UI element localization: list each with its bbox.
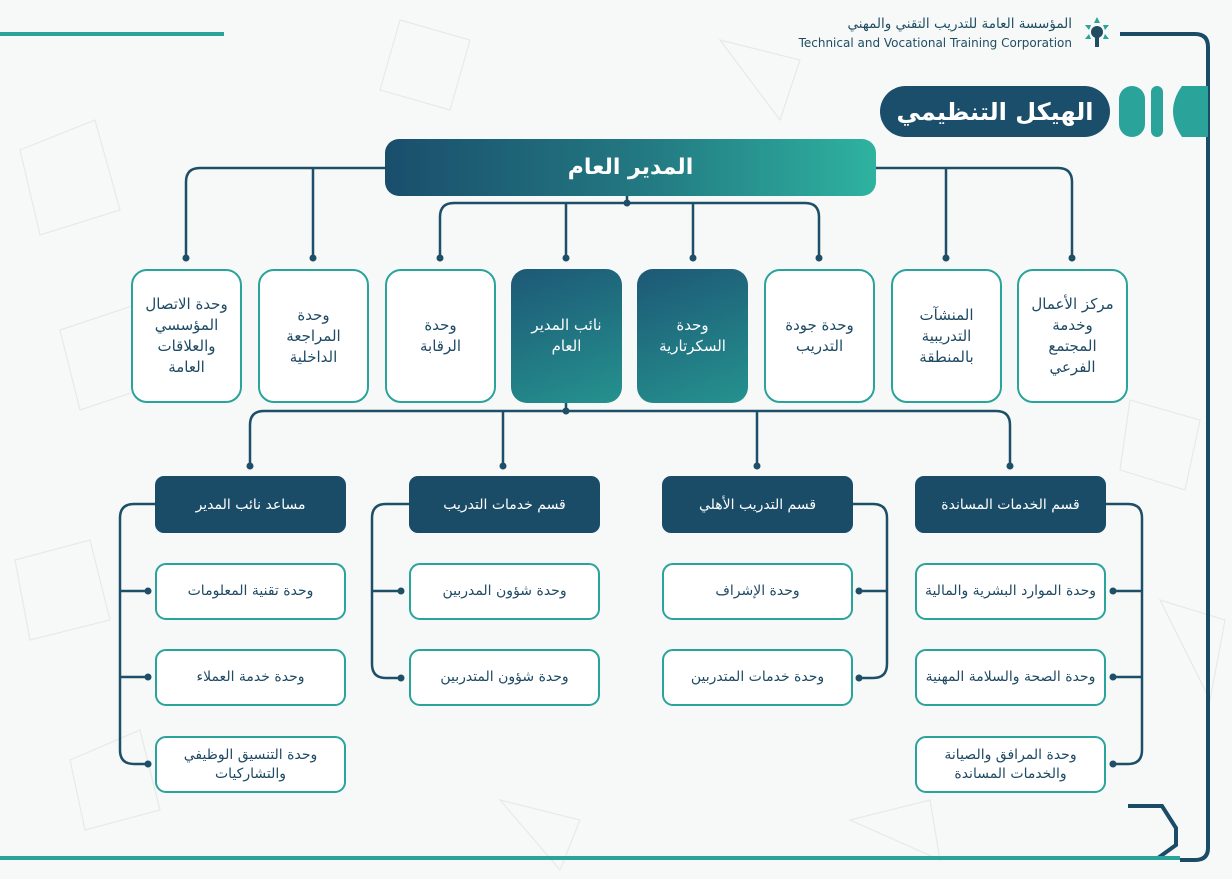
org-name-english: Technical and Vocational Training Corpor… <box>798 36 1072 50</box>
regional-training-facilities: المنشآت التدريبية بالمنطقة <box>891 269 1002 403</box>
tvtc-logo-icon <box>1085 17 1109 47</box>
unit-training-quality: وحدة جودة التدريب <box>764 269 875 403</box>
deputy-general-manager-box: نائب المدير العام <box>511 269 622 403</box>
department-header: قسم التدريب الأهلي <box>662 476 853 533</box>
unit-corporate-communication: وحدة الاتصال المؤسسي والعلاقات العامة <box>131 269 242 403</box>
unit-secretariat: وحدة السكرتارية <box>637 269 748 403</box>
sub-unit-box: وحدة الصحة والسلامة المهنية <box>915 649 1106 706</box>
frame-corner <box>1128 804 1178 860</box>
frame-line <box>1120 32 1210 862</box>
sub-unit-box: وحدة التنسيق الوظيفي والتشاركيات <box>155 736 346 793</box>
sub-unit-box: وحدة المرافق والصيانة والخدمات المساندة <box>915 736 1106 793</box>
business-community-center: مركز الأعمال وخدمة المجتمع الفرعي <box>1017 269 1128 403</box>
title-deco-pill <box>1119 86 1145 137</box>
sub-unit-box: وحدة شؤون المدربين <box>409 563 600 620</box>
org-name-arabic: المؤسسة العامة للتدريب التقني والمهني <box>847 16 1072 32</box>
unit-monitoring: وحدة الرقابة <box>385 269 496 403</box>
title-deco-shape <box>1173 86 1208 137</box>
unit-internal-audit: وحدة المراجعة الداخلية <box>258 269 369 403</box>
title-deco-pill <box>1151 86 1163 137</box>
department-header: قسم الخدمات المساندة <box>915 476 1106 533</box>
background-pattern <box>14 19 1226 872</box>
department-header: مساعد نائب المدير <box>155 476 346 533</box>
sub-unit-box: وحدة خدمة العملاء <box>155 649 346 706</box>
sub-unit-box: وحدة الإشراف <box>662 563 853 620</box>
page-title: الهيكل التنظيمي <box>880 86 1110 137</box>
sub-unit-box: وحدة تقنية المعلومات <box>155 563 346 620</box>
sub-unit-box: وحدة شؤون المتدربين <box>409 649 600 706</box>
general-manager-box: المدير العام <box>385 139 876 196</box>
sub-unit-box: وحدة الموارد البشرية والمالية <box>915 563 1106 620</box>
department-header: قسم خدمات التدريب <box>409 476 600 533</box>
sub-unit-box: وحدة خدمات المتدربين <box>662 649 853 706</box>
